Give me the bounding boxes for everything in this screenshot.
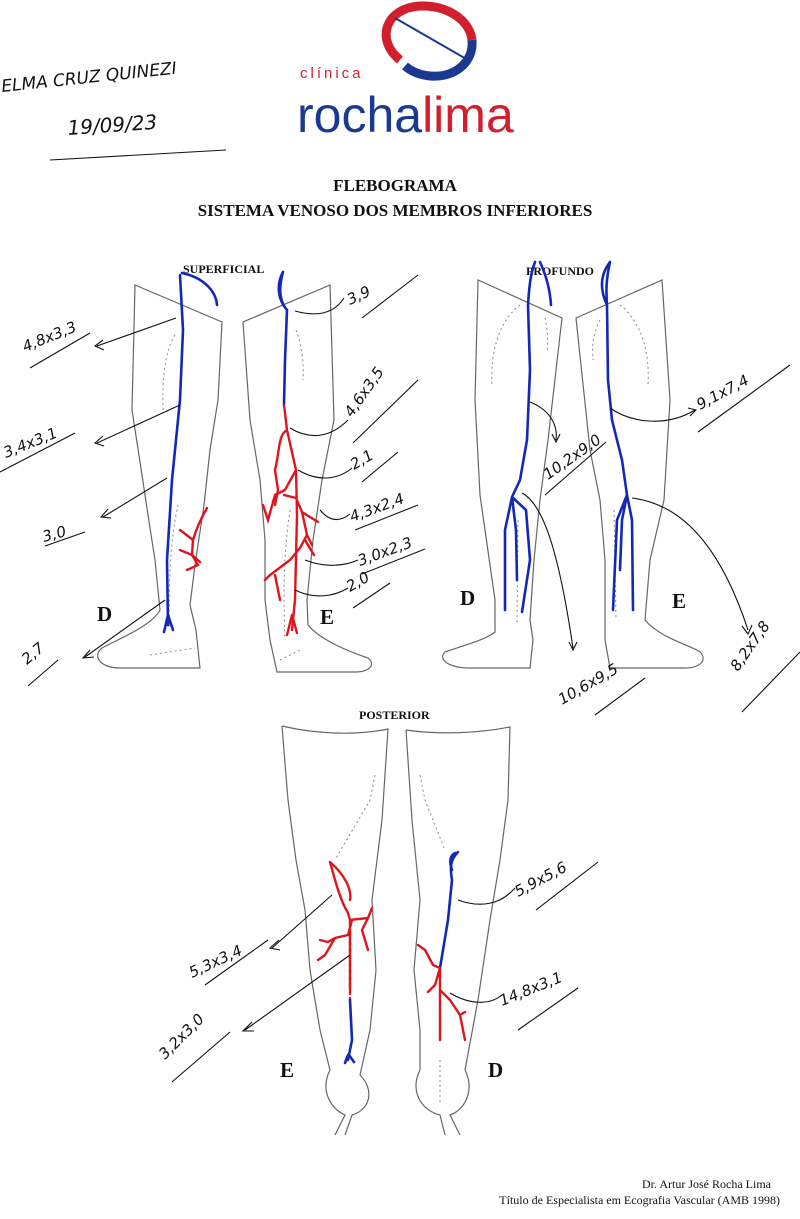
- arrow-icon: [268, 894, 333, 951]
- reflux-small-saphenous-left: [316, 860, 374, 992]
- measurement: 2,1: [347, 446, 377, 474]
- measurement: 4,6x3,5: [341, 364, 388, 421]
- arrow-icon: [457, 887, 516, 905]
- deep-diagram: PROFUNDO: [442, 260, 704, 669]
- leg-outline-left-front: [242, 284, 373, 673]
- posterior-diagram: POSTERIOR: [281, 708, 511, 1136]
- arrow-icon: [521, 492, 578, 652]
- measurement-underline: [354, 504, 419, 531]
- section-label-profundo: PROFUNDO: [526, 264, 594, 278]
- measurement-underline: [171, 1031, 231, 1083]
- reflux-saphenous-left: [261, 403, 320, 637]
- measurement: 3,9: [344, 282, 373, 308]
- measurement: 3,0x2,3: [355, 533, 414, 569]
- measurement-underline: [741, 651, 800, 713]
- superficial-annotations: 4,8x3,3 3,4x3,1 3,0 2,7 3,9 4,6x3,5 2,1 …: [0, 274, 426, 687]
- leg-landmarks: [279, 329, 304, 661]
- logo-lima: lima: [422, 87, 514, 143]
- femoral-vein-left: [600, 260, 635, 612]
- leg-outline-left-deep: [575, 279, 704, 669]
- leg-landmarks: [149, 334, 196, 656]
- measurement-underline: [204, 939, 269, 986]
- great-saphenous-vein-left: [277, 270, 289, 407]
- arrow-icon: [294, 297, 345, 315]
- exam-date: 19/09/23: [67, 110, 158, 140]
- measurement: 9,1x7,4: [693, 371, 751, 413]
- measurement: 4,3x2,4: [347, 489, 406, 525]
- measurement-underline: [0, 432, 76, 473]
- section-label-superficial: SUPERFICIAL: [183, 262, 264, 276]
- small-saphenous-vein-left: [343, 998, 356, 1065]
- measurement: 10,6x9,5: [555, 660, 621, 709]
- arrow-icon: [609, 407, 698, 422]
- leg-outline-right-front: [97, 284, 223, 669]
- leg-outline-right-deep: [442, 279, 563, 669]
- measurement: 8,2x7,8: [727, 618, 774, 675]
- reflux-tributary-right-posterior: [416, 943, 467, 1042]
- measurement-underline: [361, 548, 426, 575]
- measurement: 14,8x3,1: [497, 968, 565, 1009]
- superficial-diagram: SUPERFICIAL: [97, 262, 373, 673]
- leg-outline-right-posterior: [405, 726, 511, 1136]
- logo-prefix: clínica: [300, 65, 364, 82]
- measurement: 4,8x3,3: [20, 318, 79, 356]
- side-label-right: D: [97, 602, 112, 626]
- logo-mark-blue: [402, 39, 477, 81]
- measurement: 5,3x3,4: [186, 941, 245, 981]
- arrow-icon: [297, 467, 353, 479]
- arrow-icon: [319, 509, 351, 521]
- measurement-underline: [594, 677, 646, 716]
- side-label-left: E: [280, 1058, 294, 1082]
- name-underline: [49, 149, 227, 161]
- femoral-vein-right: [503, 260, 553, 614]
- arrow-icon: [631, 497, 753, 636]
- arrow-icon: [449, 992, 503, 1003]
- arrow-icon: [241, 954, 351, 1032]
- measurement-underline: [361, 451, 399, 483]
- document-subtitle: SISTEMA VENOSO DOS MEMBROS INFERIORES: [198, 201, 593, 220]
- arrow-icon: [93, 317, 177, 351]
- leg-outline-left-posterior: [281, 725, 389, 1136]
- side-label-right: D: [488, 1058, 503, 1082]
- side-label-left: E: [672, 589, 686, 613]
- clinic-logo: clínica rochalima: [297, 1, 514, 143]
- measurement-underline: [352, 582, 391, 609]
- logo-mark-red: [381, 1, 477, 64]
- measurement: 5,9x5,6: [511, 858, 569, 900]
- measurement-underline: [352, 379, 419, 444]
- measurement-underline: [535, 861, 599, 911]
- measurement: 2,7: [18, 639, 48, 668]
- measurement-underline: [27, 659, 59, 687]
- arrow-icon: [304, 559, 359, 566]
- logo-mark-line: [394, 17, 469, 61]
- great-saphenous-vein-right: [162, 271, 219, 634]
- logo-rocha: rocha: [297, 87, 422, 143]
- measurement-underline: [697, 364, 791, 433]
- small-saphenous-vein-right: [438, 850, 460, 970]
- measurement-underline: [361, 274, 419, 319]
- deep-annotations: 10,2x9,0 10,6x9,5 9,1x7,4 8,2x7,8 D E: [460, 364, 800, 716]
- measurement-underline: [44, 531, 86, 547]
- document-title: FLEBOGRAMA: [333, 176, 457, 195]
- arrow-icon: [289, 419, 349, 437]
- measurement-underline: [517, 987, 579, 1031]
- arrow-icon: [93, 404, 181, 447]
- section-label-posterior: POSTERIOR: [359, 708, 430, 722]
- side-label-left: E: [320, 605, 334, 629]
- doctor-name: Dr. Artur José Rocha Lima: [642, 1177, 772, 1191]
- arrow-icon: [99, 477, 168, 519]
- side-label-right: D: [460, 586, 475, 610]
- logo-name-rocha: rochalima: [297, 87, 514, 143]
- leg-landmarks: [334, 774, 446, 1105]
- arrow-icon: [81, 599, 166, 659]
- doctor-credential: Título de Especialista em Ecografia Vasc…: [499, 1193, 780, 1207]
- measurement-underline: [29, 332, 91, 369]
- measurement-underline: [544, 441, 607, 496]
- arrow-icon: [529, 401, 561, 444]
- measurement: 3,2x3,0: [155, 1010, 208, 1063]
- patient-name: ELMA CRUZ QUINEZI: [0, 59, 177, 97]
- arrow-icon: [294, 587, 349, 597]
- reflux-tributary-right: [178, 506, 209, 572]
